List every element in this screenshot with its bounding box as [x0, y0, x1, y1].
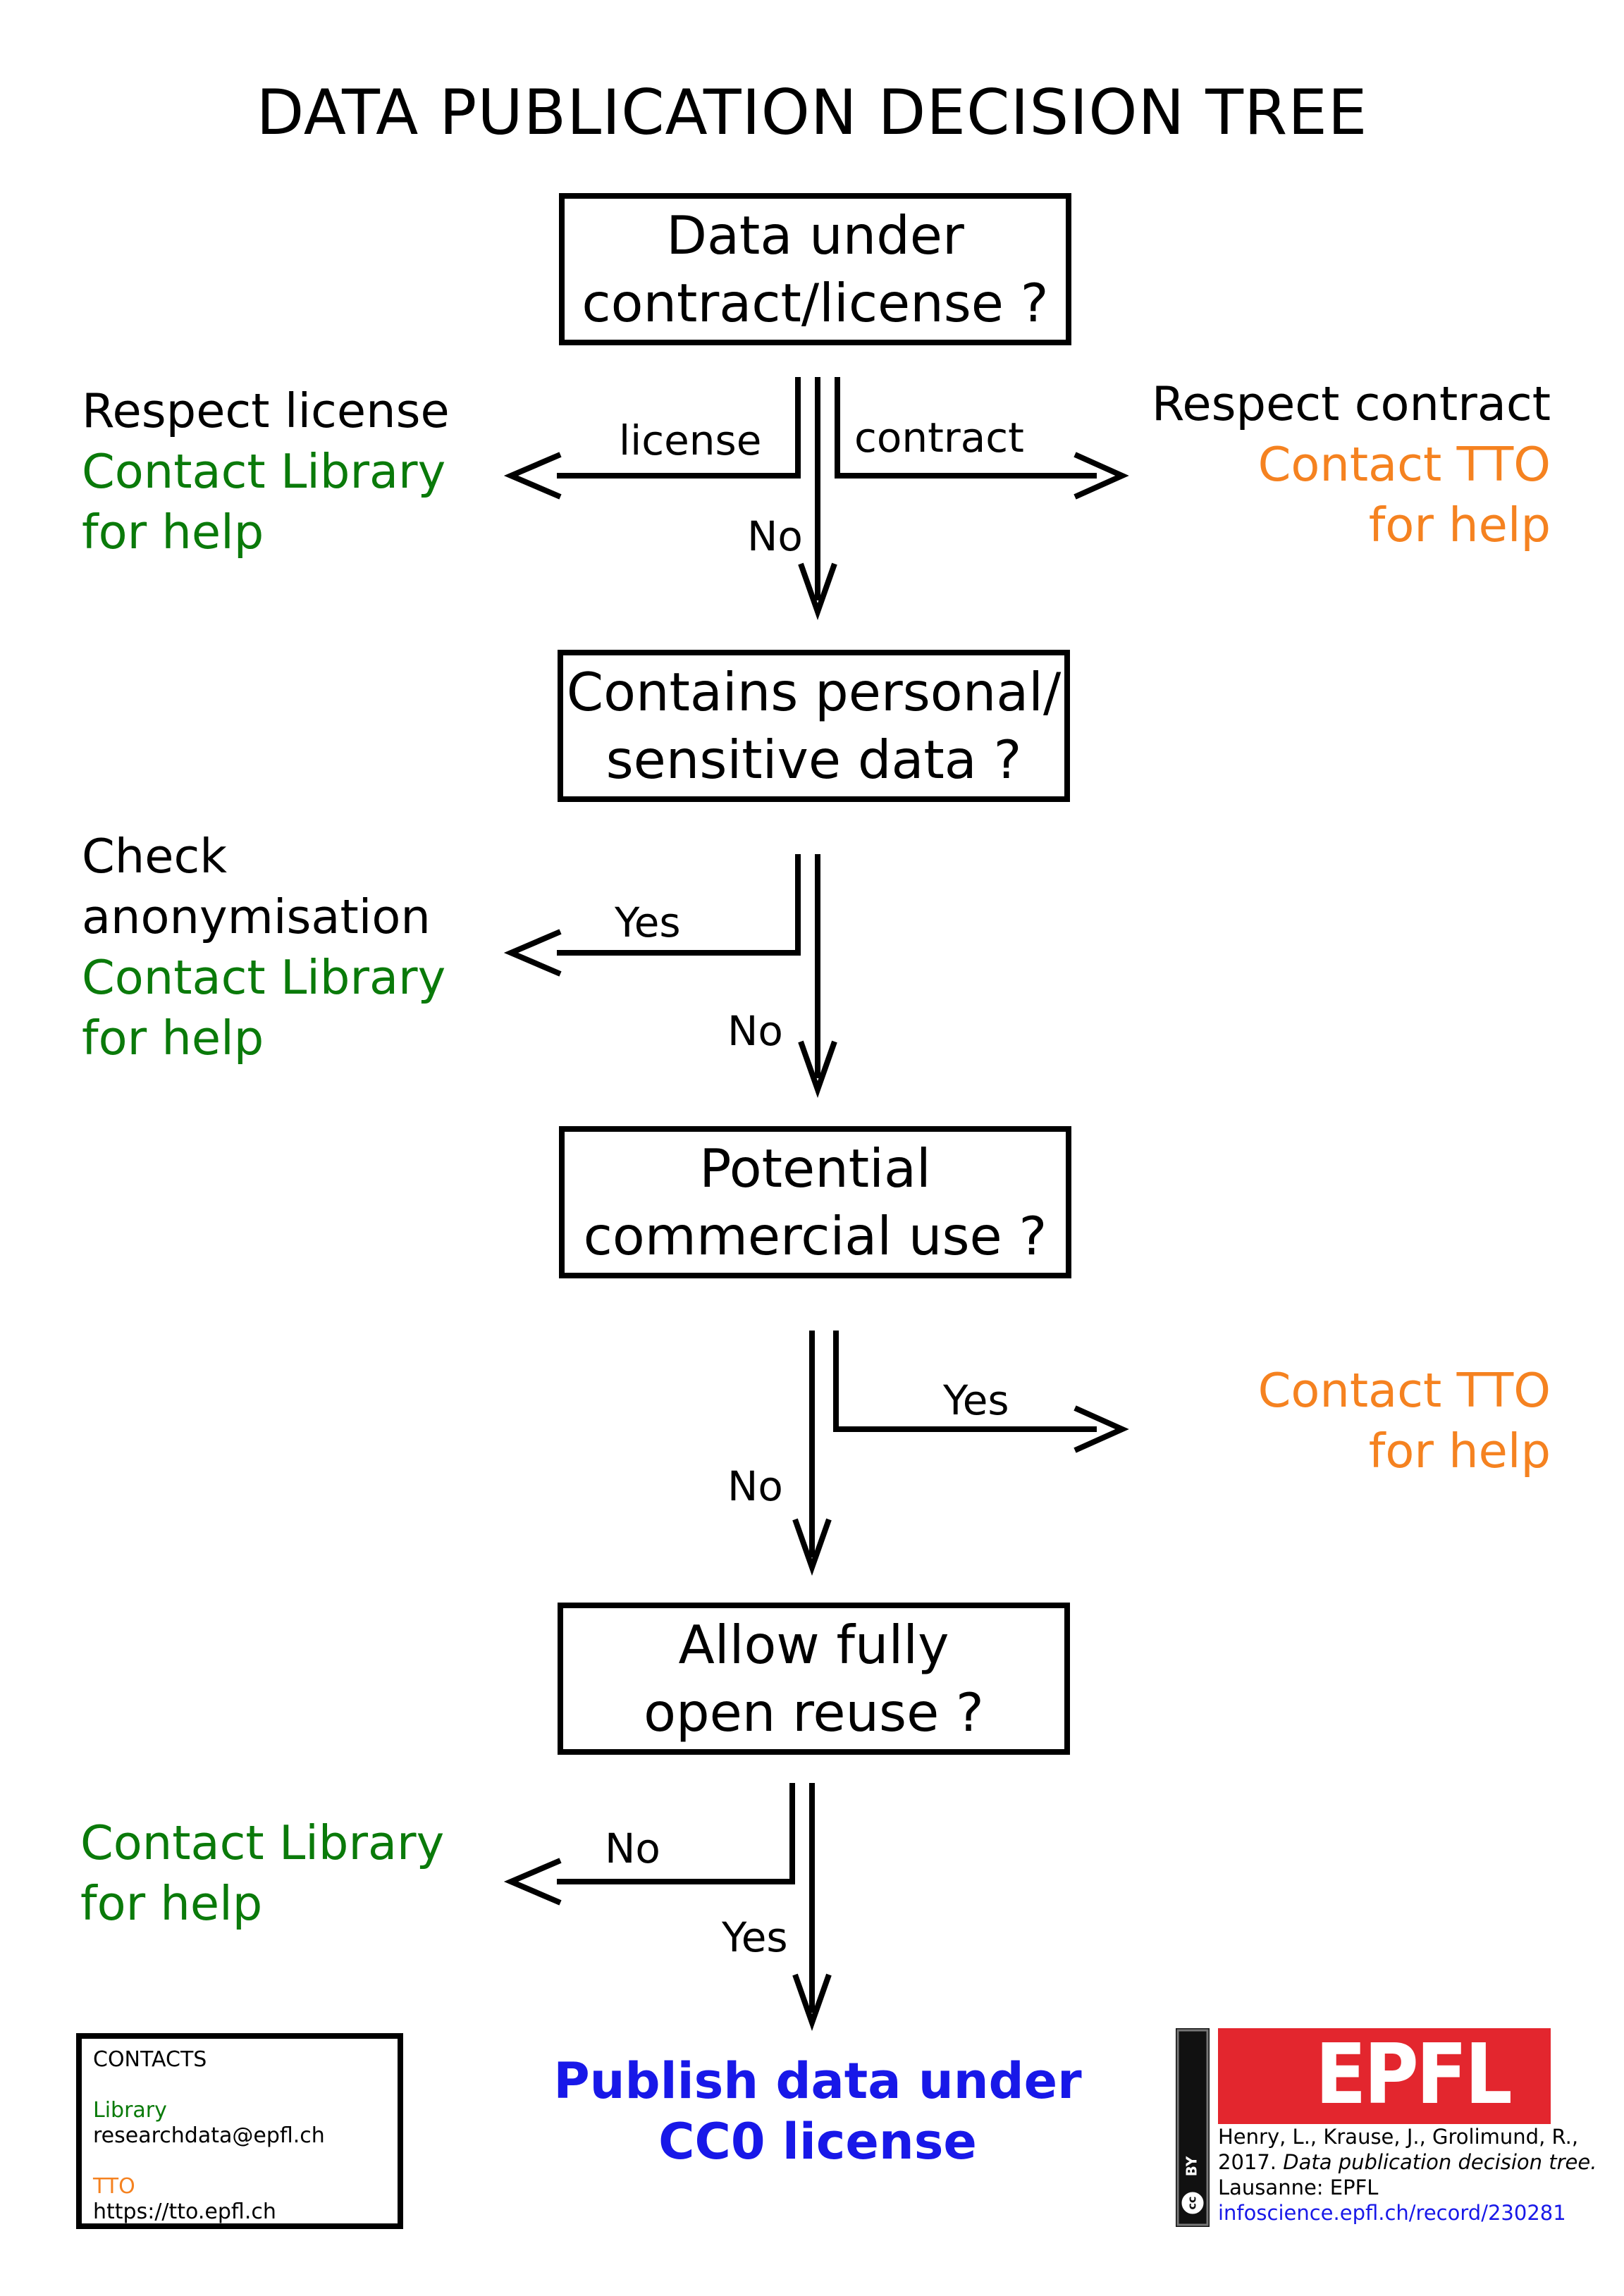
epfl-logo-text: EPFL: [1315, 2025, 1513, 2123]
publish-line1: Publish data under: [553, 2052, 1082, 2110]
page-title: DATA PUBLICATION DECISION TREE: [256, 76, 1368, 149]
decision-text-line2: commercial use ?: [583, 1205, 1047, 1267]
contacts-tto-label: TTO: [93, 2174, 135, 2199]
edge-label-no: No: [727, 1462, 783, 1510]
outcome-help: for help: [1368, 1424, 1551, 1479]
cc-by-icon: cc BY: [1176, 2028, 1210, 2227]
by-text: BY: [1183, 2156, 1200, 2176]
decision-contract-license: Data under contract/license ?: [559, 193, 1071, 345]
q3-yes-line: [833, 1331, 1097, 1432]
q4-no-line: [557, 1783, 795, 1884]
decision-commercial-use: Potential commercial use ?: [559, 1126, 1071, 1278]
outcome-contact-tto: Contact TTO: [1257, 1363, 1551, 1418]
q1-contract-line: [835, 377, 1097, 479]
q1-license-line: [557, 377, 801, 479]
q2-yes-line: [557, 854, 801, 956]
left-arrow-icon: [503, 1858, 562, 1906]
edge-label-no: No: [727, 1007, 783, 1055]
decision-text-line2: open reuse ?: [644, 1681, 984, 1743]
outcome-contact-tto: Contact TTO: [1257, 437, 1551, 492]
down-arrow-icon: [792, 1518, 832, 1576]
outcome-help: for help: [80, 1876, 263, 1931]
edge-label-contract: contract: [854, 414, 1024, 462]
outcome-license: Respect license Contact Library for help: [82, 381, 450, 562]
citation-title: Data publication decision tree.: [1283, 2150, 1597, 2174]
outcome-contact-library: Contact Library: [80, 1815, 445, 1870]
decision-text-line1: Allow fully: [678, 1614, 949, 1676]
publish-line2: CC0 license: [658, 2113, 977, 2171]
contacts-heading: CONTACTS: [93, 2047, 207, 2072]
down-arrow-icon: [798, 1040, 837, 1099]
left-arrow-icon: [503, 929, 562, 977]
down-arrow-icon: [798, 562, 837, 621]
down-arrow-icon: [792, 1973, 832, 2032]
citation-year-title: 2017. Data publication decision tree.: [1218, 2149, 1597, 2175]
decision-text-line1: Potential: [699, 1137, 931, 1199]
decision-text-line1: Data under: [666, 204, 964, 266]
outcome-reuse: Contact Library for help: [80, 1813, 444, 1934]
citation-authors: Henry, L., Krause, J., Grolimund, R.,: [1218, 2125, 1579, 2149]
right-arrow-icon: [1074, 452, 1129, 500]
contacts-library-email[interactable]: researchdata@epfl.ch: [93, 2123, 325, 2148]
outcome-contact-library: Contact Library: [82, 950, 446, 1005]
outcome-text: Respect license: [82, 383, 450, 438]
outcome-help: for help: [1368, 498, 1551, 553]
outcome-text: Respect contract: [1151, 376, 1551, 431]
edge-label-license: license: [619, 416, 762, 464]
cc-text: cc: [1186, 2197, 1199, 2210]
decision-text-line2: contract/license ?: [582, 272, 1049, 334]
outcome-contact-library: Contact Library: [82, 444, 446, 499]
edge-label-yes: Yes: [943, 1376, 1009, 1424]
epfl-logo: EPFL: [1218, 2028, 1551, 2124]
outcome-text: anonymisation: [82, 889, 431, 944]
citation-publisher: Lausanne: EPFL: [1218, 2175, 1379, 2199]
contacts-box: CONTACTS Library researchdata@epfl.ch TT…: [76, 2033, 403, 2229]
edge-label-yes: Yes: [722, 1913, 788, 1961]
decision-open-reuse: Allow fully open reuse ?: [558, 1603, 1070, 1755]
citation: Henry, L., Krause, J., Grolimund, R., 20…: [1218, 2124, 1597, 2226]
citation-year: 2017.: [1218, 2150, 1277, 2174]
edge-label-no: No: [747, 512, 803, 560]
right-arrow-icon: [1074, 1405, 1129, 1453]
outcome-commercial: Contact TTO for help: [1057, 1360, 1551, 1481]
decision-text-line1: Contains personal/: [566, 661, 1062, 723]
contacts-library-label: Library: [93, 2098, 167, 2123]
outcome-contract: Respect contract Contact TTO for help: [1057, 374, 1551, 555]
outcome-help: for help: [82, 505, 264, 560]
citation-link[interactable]: infoscience.epfl.ch/record/230281: [1218, 2201, 1566, 2225]
outcome-text: Check: [82, 829, 228, 884]
outcome-personal: Check anonymisation Contact Library for …: [82, 826, 445, 1068]
cc-by-badge-graphic: cc BY: [1176, 2029, 1209, 2226]
left-arrow-icon: [503, 452, 562, 500]
outcome-publish: Publish data under CC0 license: [536, 2051, 1100, 2172]
decision-text-line2: sensitive data ?: [605, 729, 1022, 791]
contacts-tto-url[interactable]: https://tto.epfl.ch: [93, 2199, 276, 2224]
edge-label-yes: Yes: [615, 899, 681, 946]
decision-personal-data: Contains personal/ sensitive data ?: [558, 650, 1070, 802]
edge-label-no: No: [605, 1825, 660, 1872]
outcome-help: for help: [82, 1011, 264, 1066]
